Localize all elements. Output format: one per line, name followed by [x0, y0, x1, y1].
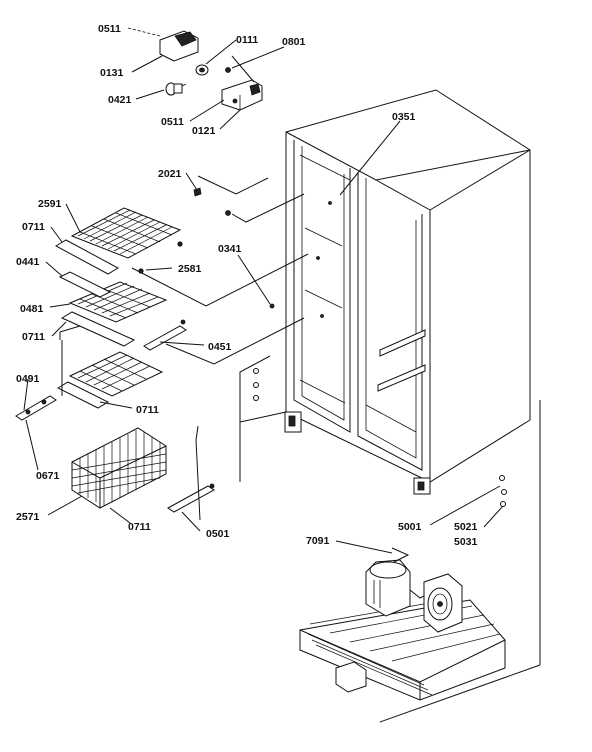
label-0441: 0441 [16, 256, 40, 268]
label-5001: 5001 [398, 521, 422, 533]
part-labels: 0511 0111 0801 0131 0421 0511 0121 0351 … [16, 23, 478, 548]
leader-lines [23, 27, 541, 665]
light-assembly [159, 30, 263, 111]
label-0511-top: 0511 [98, 23, 121, 35]
label-0351: 0351 [392, 111, 416, 123]
label-0801: 0801 [282, 36, 306, 48]
label-0711-a: 0711 [22, 221, 45, 233]
label-0671: 0671 [36, 470, 60, 482]
label-0111: 0111 [236, 34, 258, 46]
label-0711-d: 0711 [128, 521, 151, 533]
label-0451: 0451 [208, 341, 232, 353]
wire-shelf-lower [15, 351, 164, 421]
wire-shelf-0481 [58, 271, 187, 351]
label-0421: 0421 [108, 94, 132, 106]
label-0121: 0121 [192, 125, 216, 137]
label-2571: 2571 [16, 511, 40, 523]
label-0711-c: 0711 [136, 404, 159, 416]
wire-shelf-2591 [54, 207, 183, 275]
label-5031: 5031 [454, 536, 478, 548]
label-0501: 0501 [206, 528, 230, 540]
cabinet [239, 89, 531, 495]
label-0341: 0341 [218, 243, 242, 255]
label-0481: 0481 [20, 303, 44, 315]
label-2581: 2581 [178, 263, 202, 275]
label-2021: 2021 [158, 168, 182, 180]
label-2591: 2591 [38, 198, 62, 210]
label-0131: 0131 [100, 67, 124, 79]
machine-compartment [299, 559, 541, 723]
label-7091: 7091 [306, 535, 330, 547]
label-5021: 5021 [454, 521, 478, 533]
wire-basket-2571 [71, 427, 215, 513]
label-0511-bottom: 0511 [161, 116, 184, 128]
label-0491: 0491 [16, 373, 40, 385]
label-0711-b: 0711 [22, 331, 45, 343]
